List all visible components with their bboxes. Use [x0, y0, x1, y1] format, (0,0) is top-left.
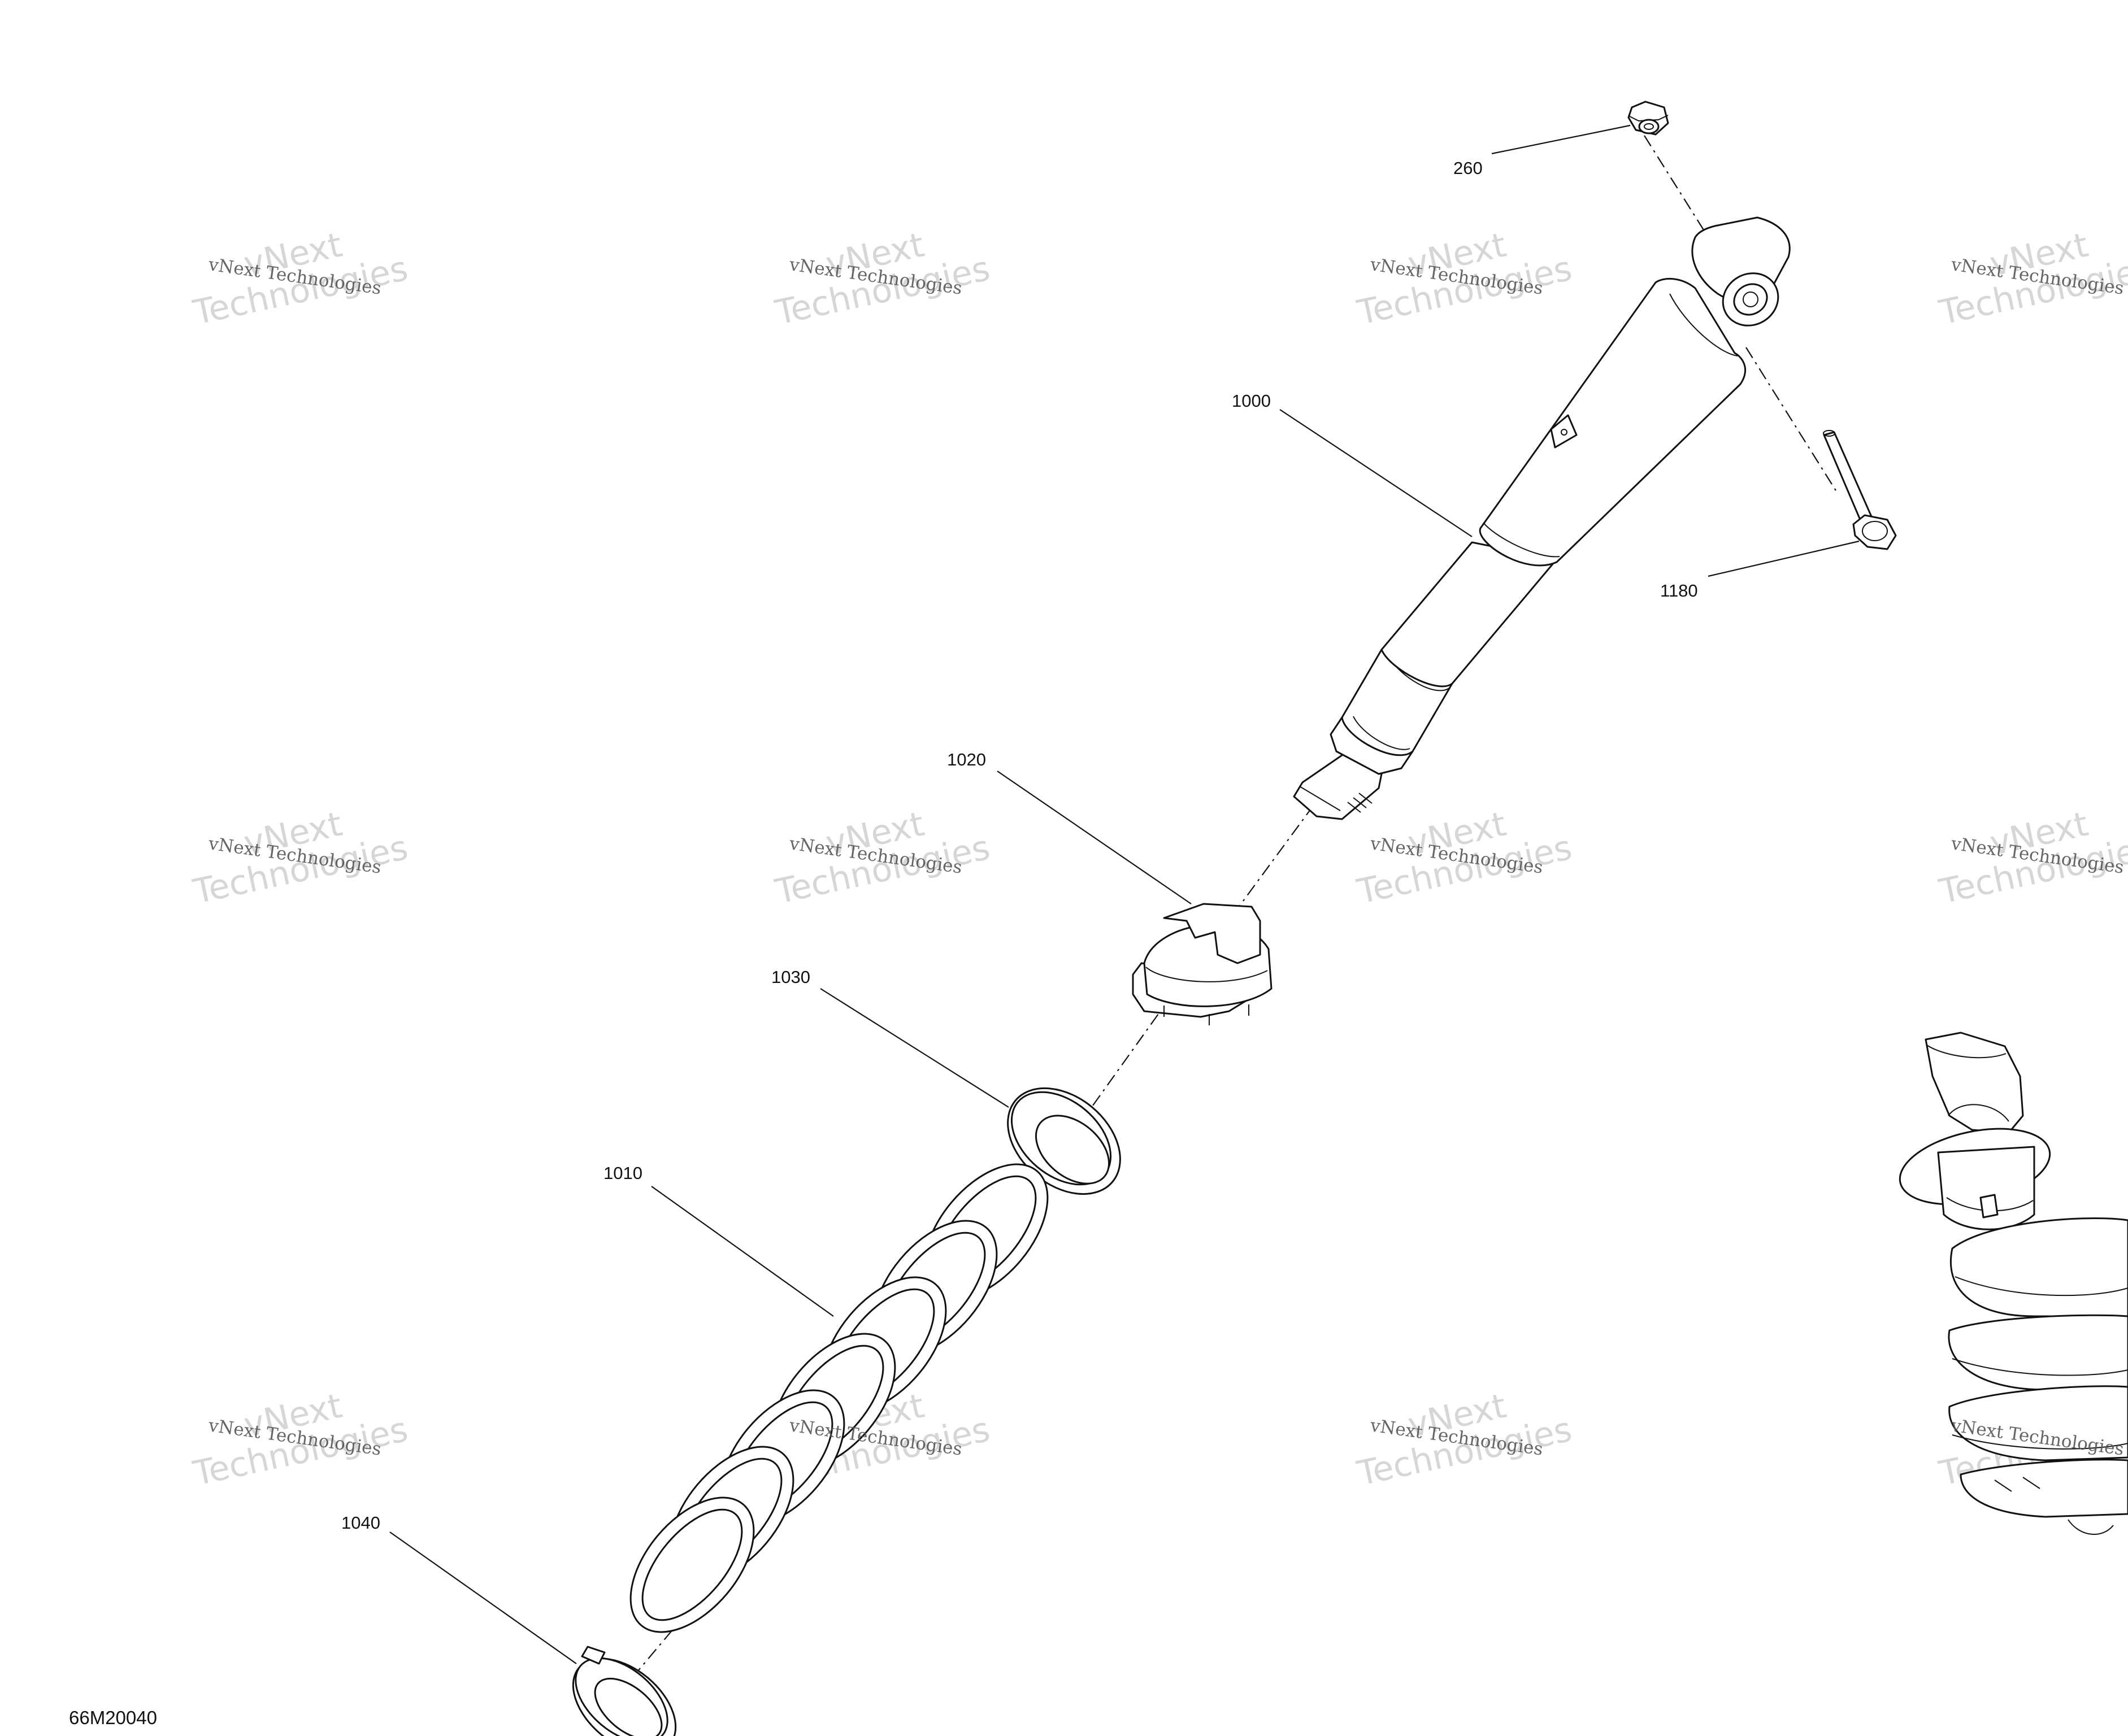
leader-1000	[1279, 409, 1473, 537]
coil-spring	[629, 1163, 1049, 1633]
leader-260	[1491, 124, 1631, 155]
part-number-1000: 1000	[1232, 391, 1271, 411]
bolt	[1823, 430, 1897, 550]
lower-spring-seat	[572, 1646, 677, 1736]
shock-absorber	[1293, 216, 1791, 820]
leader-1040	[389, 1531, 577, 1664]
leader-1010	[651, 1186, 834, 1317]
leader-1030	[820, 988, 1009, 1108]
watermark: vNext Technologies	[1353, 225, 1575, 333]
part-callouts: 260 1000 1180 1020 1030 1010 1040	[341, 158, 1698, 1533]
watermark-layer: vNext Technologies vNext Technologies vN…	[189, 225, 2128, 1494]
part-number-1040: 1040	[341, 1513, 380, 1533]
spacer-ring	[1007, 1087, 1121, 1195]
leader-1180	[1708, 540, 1860, 577]
figure-id: 66M20040	[69, 1707, 157, 1728]
leader-lines	[389, 124, 1860, 1664]
part-number-1180: 1180	[1660, 581, 1698, 601]
spring-retainer	[1132, 903, 1273, 1025]
part-number-1030: 1030	[771, 967, 810, 987]
nut	[1627, 101, 1669, 136]
watermark-overlay-layer: vNext Technologies vNext Technologies vN…	[207, 254, 2125, 1460]
leader-1020	[997, 771, 1192, 904]
part-number-260: 260	[1453, 158, 1483, 178]
part-number-1020: 1020	[947, 750, 986, 769]
part-number-1010: 1010	[603, 1163, 642, 1183]
